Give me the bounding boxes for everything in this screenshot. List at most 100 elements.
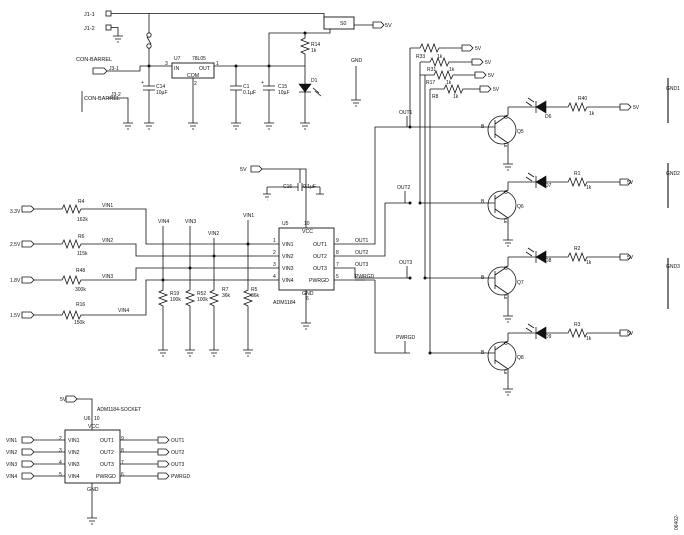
socket-pin-num-9: 9 [121, 436, 124, 442]
c16-value: 0.1µF [303, 184, 316, 190]
r52-value: 100k [197, 297, 208, 303]
r17-resistor [420, 69, 475, 81]
j3-1-connector [92, 67, 108, 75]
socket-5v-label: 5V [60, 397, 67, 403]
out3-wire-label: OUT3 [355, 262, 369, 268]
r2-5v-label: 5V [627, 255, 634, 261]
regulator-pin3-num: 3 [165, 61, 168, 67]
r3-value: 1k [586, 336, 592, 342]
r19-ref: R19 [170, 291, 179, 297]
r4-rail [34, 203, 279, 245]
regulator-pin-out: OUT [199, 66, 211, 72]
r5-ref: R5 [251, 287, 258, 293]
gnd3-label: GND3 [666, 264, 680, 270]
j1-ground [115, 38, 121, 43]
chip-pin-num-7: 7 [336, 262, 339, 268]
socket-section: 5V ADM1184-SOCKET U6 10 VCC VIN1 VIN2 VI… [6, 395, 191, 525]
d1-led [298, 83, 312, 93]
r33-value: 1k [437, 54, 443, 60]
q5-label: Q5 [517, 129, 524, 135]
r8-value: 1k [453, 94, 459, 100]
r3-5v-arrow [619, 329, 632, 337]
c1-capacitor [230, 66, 242, 130]
regulator-wires [160, 65, 305, 130]
q7-pin-c: C [504, 266, 508, 272]
chip-pin-pwrgd: PWRGD [309, 278, 329, 284]
socket-flag-vin1: VIN1 [6, 438, 17, 444]
socket-vcc-label: VCC [88, 424, 99, 430]
supply-5v-top-label: 5V [385, 23, 392, 29]
r33-5v-label: 5V [475, 46, 482, 52]
socket-pin-num-5: 5 [59, 472, 62, 478]
r16-ref: R16 [76, 302, 85, 308]
socket-pin-num-2: 2 [59, 436, 62, 442]
r7-ref: R7 [222, 287, 229, 293]
input-1v5-arrow [21, 311, 35, 319]
socket-vin2-flag [21, 448, 65, 456]
j3-2-ground [108, 97, 133, 130]
led-d7-wires [525, 172, 620, 188]
socket-pin-pwrgd: PWRGD [96, 474, 116, 480]
socket-flag-vin2: VIN2 [6, 450, 17, 456]
transistor-q7 [487, 266, 517, 296]
r31-5v-label: 5V [485, 60, 492, 66]
chip-vcc-label: VCC [302, 229, 313, 235]
q6-pin-e: E [504, 219, 508, 225]
r1-label: R1 [574, 171, 581, 177]
q8-label: Q8 [517, 355, 524, 361]
chip-gnd-label: GND [302, 291, 314, 297]
q7-pin-b: B [481, 275, 485, 281]
r14-ref: R14 [311, 42, 320, 48]
j1-1-label: J1-1 [84, 12, 95, 18]
out1-wire-label: OUT1 [355, 238, 369, 244]
r48-value: 300k [75, 287, 86, 293]
svg-text:+: + [141, 80, 144, 86]
led-d6-wires [525, 97, 620, 113]
d7-label: D7 [545, 183, 552, 189]
socket-pin-num-3: 3 [59, 448, 62, 454]
r6-rail [34, 238, 279, 257]
j1-2-pad [105, 24, 112, 31]
pullup-drops [409, 48, 431, 353]
socket-flag-out1: OUT1 [171, 438, 185, 444]
net-label-pwrgd: PWRGD [396, 335, 416, 341]
transistor-q8-leads [480, 333, 509, 377]
input-3v3-label: 3.3V [10, 209, 21, 215]
chip-pin-num-4: 4 [273, 274, 276, 280]
q8-pin-e: E [504, 370, 508, 376]
regulator-pin2-num: 2 [194, 81, 197, 87]
r4-value: 162k [77, 217, 88, 223]
socket-pin-num-6: 6 [121, 472, 124, 478]
supply-5v-chip-arrow [250, 165, 263, 173]
socket-pin-num-8: 8 [121, 448, 124, 454]
chip-pin-vin1: VIN1 [282, 242, 294, 248]
led-d9-wires [525, 323, 620, 339]
regulator-pin-com: COM [187, 73, 199, 79]
r2-value: 1k [586, 260, 592, 266]
r31-ref: R31 [427, 67, 436, 73]
q7-label: Q7 [517, 280, 524, 286]
r40-5v-label: 5V [633, 105, 640, 111]
r52-ref: R52 [197, 291, 206, 297]
socket-part-label: ADM1184-SOCKET [97, 407, 141, 413]
r1-5v-arrow [619, 178, 632, 186]
adm1184-chip [278, 227, 335, 291]
figure-number: 06402- [674, 514, 680, 530]
d9-label: D9 [545, 334, 552, 340]
transistor-q7-leads [480, 257, 509, 302]
q5-pin-c: C [504, 115, 508, 121]
socket-flag-pwrgd: PWRGD [171, 474, 191, 480]
switch-out-wire [268, 29, 331, 66]
regulator-ref: U7 [174, 56, 181, 62]
r33-resistor [410, 42, 462, 54]
chip-pin-num-2: 2 [273, 250, 276, 256]
chip-pin-num-8: 8 [336, 250, 339, 256]
c1-ref: C1 [243, 84, 250, 90]
r8-ref: R8 [432, 94, 439, 100]
socket-pin-vin2: VIN2 [68, 450, 80, 456]
tp-vin4-label: VIN4 [158, 219, 169, 225]
r3-label: R3 [574, 322, 581, 328]
chip-pin-out2: OUT2 [313, 254, 327, 260]
socket-5v-arrow [65, 395, 78, 403]
regulator-pin1-num: 1 [216, 61, 219, 67]
